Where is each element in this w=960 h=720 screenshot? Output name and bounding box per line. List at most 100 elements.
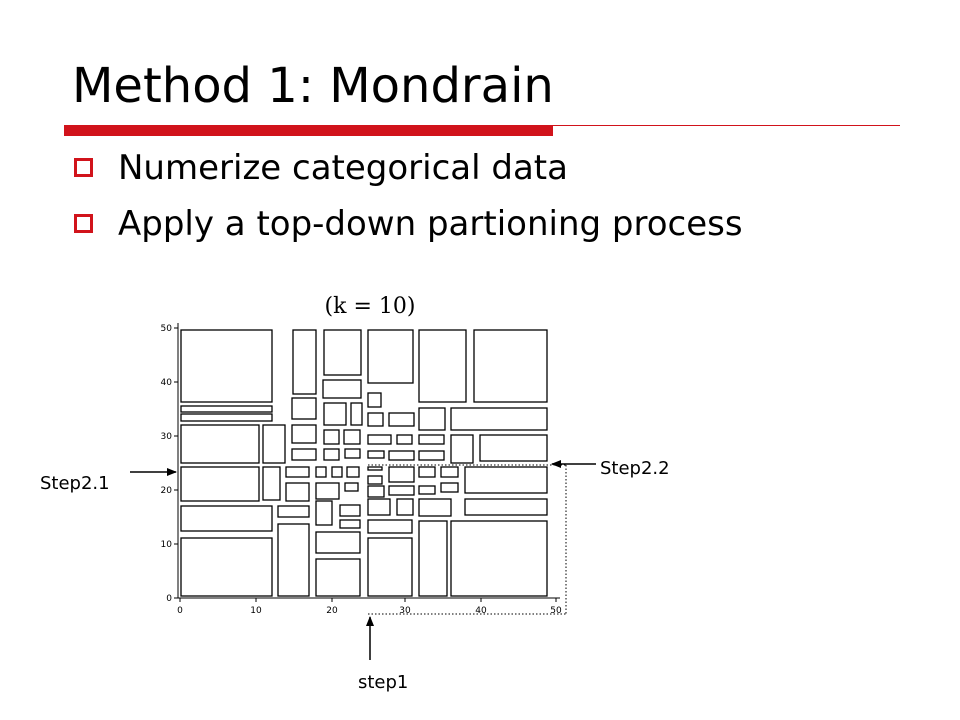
partition-box	[473, 329, 548, 403]
partition-box	[180, 505, 273, 532]
partition-box	[291, 397, 317, 420]
step-annotations: step1 Step2.1 Step2.2	[40, 458, 670, 693]
step1-label: step1	[358, 672, 408, 693]
partition-box	[344, 448, 361, 459]
partition-box	[262, 466, 281, 501]
x-tick-label: 50	[550, 606, 562, 616]
partition-box	[418, 450, 445, 461]
step2-2-label: Step2.2	[600, 458, 670, 479]
partition-box	[440, 466, 459, 478]
slide-title: Method 1: Mondrain	[72, 58, 554, 114]
step2-1-label: Step2.1	[40, 473, 110, 494]
partition-box	[285, 466, 310, 478]
partition-box	[367, 519, 413, 534]
partition-box	[180, 466, 260, 502]
partition-box	[418, 434, 445, 445]
partition-box	[479, 434, 548, 462]
partition-box	[418, 329, 467, 403]
partition-box	[418, 498, 452, 517]
partition-box	[418, 466, 436, 478]
partition-box	[339, 519, 361, 529]
partition-box	[367, 412, 384, 427]
partition-box	[331, 466, 343, 478]
bullet-item-numerize: Numerize categorical data	[74, 145, 743, 201]
partition-box	[180, 424, 260, 464]
partition-box	[350, 402, 363, 426]
partition-box	[277, 505, 310, 518]
y-tick-label: 30	[161, 432, 173, 442]
y-tick-label: 20	[161, 486, 173, 496]
partition-box	[262, 424, 286, 464]
partition-box	[343, 429, 361, 445]
x-tick-label: 40	[475, 606, 487, 616]
partition-box	[291, 424, 317, 444]
partition-box	[180, 405, 273, 413]
partition-box	[450, 520, 548, 597]
partition-box	[418, 407, 446, 431]
partition-box	[367, 466, 383, 471]
partition-box	[367, 498, 391, 516]
partition-box	[344, 482, 359, 492]
hollow-square-icon	[74, 214, 93, 233]
partition-box	[322, 379, 362, 399]
partition-box	[315, 466, 327, 478]
y-tick-label: 40	[161, 378, 173, 388]
x-tick-label: 0	[177, 606, 183, 616]
partition-box	[180, 537, 273, 597]
partition-box	[464, 466, 548, 494]
partition-box	[367, 434, 392, 445]
x-tick-label: 20	[326, 606, 338, 616]
partition-box	[396, 498, 414, 516]
partition-box	[418, 485, 436, 495]
partition-box	[388, 450, 415, 461]
partition-box	[450, 407, 548, 431]
y-tick-label: 50	[161, 324, 173, 334]
partition-box	[323, 402, 347, 426]
bullet-text: Apply a top-down partioning process	[118, 204, 743, 244]
partition-box	[180, 329, 273, 403]
partition-box	[315, 558, 361, 597]
partition-box	[291, 448, 317, 461]
partition-box	[277, 523, 310, 597]
partition-box	[315, 500, 333, 526]
partition-box	[396, 434, 413, 445]
x-tick-label: 30	[399, 606, 411, 616]
partition-box	[450, 434, 474, 464]
partition-box	[367, 485, 385, 498]
title-divider-thick	[64, 125, 553, 136]
partition-boxes	[180, 329, 548, 597]
partition-box	[346, 466, 360, 478]
partition-box	[315, 531, 361, 554]
y-axis-ticks: 0 10 20 30 40 50	[161, 324, 178, 604]
partition-box	[418, 520, 448, 597]
x-tick-label: 10	[250, 606, 262, 616]
partition-box	[367, 329, 414, 384]
partition-box	[323, 429, 340, 445]
figure-caption: (k = 10)	[325, 294, 416, 319]
partition-box	[388, 412, 415, 427]
partition-box	[339, 504, 361, 517]
partition-box	[323, 329, 362, 376]
hollow-square-icon	[74, 158, 93, 177]
y-tick-label: 10	[161, 540, 173, 550]
partition-box	[315, 482, 340, 500]
partition-box	[388, 466, 415, 483]
partition-box	[323, 448, 340, 461]
partition-box	[367, 392, 382, 408]
bullet-list: Numerize categorical data Apply a top-do…	[74, 145, 743, 257]
bullet-text: Numerize categorical data	[118, 148, 568, 188]
y-tick-label: 0	[166, 594, 172, 604]
partition-box	[285, 482, 310, 502]
partition-box	[180, 413, 273, 422]
x-axis-ticks: 0 10 20 30 40 50	[177, 598, 562, 616]
partition-box	[440, 482, 459, 493]
partition-box	[367, 450, 385, 459]
partition-box	[464, 498, 548, 516]
figure-axes: 0 10 20 30 40 50 0 10 20 30 40 50	[161, 323, 562, 616]
partition-box	[367, 475, 383, 485]
partition-box	[367, 537, 413, 597]
partition-box	[388, 485, 415, 496]
bullet-item-partition: Apply a top-down partioning process	[74, 201, 743, 257]
partition-box	[292, 329, 317, 395]
